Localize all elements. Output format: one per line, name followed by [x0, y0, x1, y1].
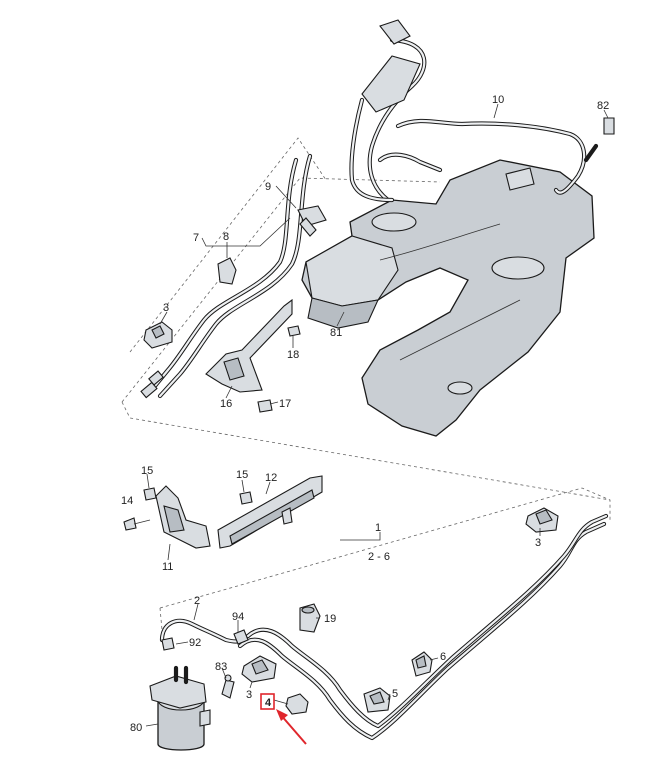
callout-18: 18: [287, 349, 299, 361]
fuel-line-1[interactable]: [237, 513, 609, 741]
part-83-connector[interactable]: [221, 674, 235, 699]
part-80-filter[interactable]: [149, 665, 211, 751]
part-82-connector[interactable]: [583, 117, 615, 163]
callout-4: 4: [265, 697, 272, 709]
callout-10: 10: [492, 94, 504, 106]
part-92-clamp[interactable]: [161, 637, 175, 651]
callout-19: 19: [324, 613, 336, 625]
callout-16: 16: [220, 398, 232, 410]
callout-83: 83: [215, 661, 227, 673]
highlight-arrow-head: [276, 709, 288, 721]
fuel-tank[interactable]: [301, 159, 595, 437]
part-3-bracket-upper[interactable]: [143, 321, 173, 349]
callout-92: 92: [189, 637, 201, 649]
callout-1: 1: [375, 522, 381, 534]
part-16-bracket[interactable]: [205, 298, 293, 393]
callout-82: 82: [597, 100, 609, 112]
callout-94: 94: [232, 611, 244, 623]
callout-15-right: 15: [236, 469, 248, 481]
callout-14: 14: [121, 495, 133, 507]
part-5-bracket[interactable]: [363, 687, 391, 713]
callout-81: 81: [330, 327, 342, 339]
callout-9: 9: [265, 181, 271, 193]
callout-labels: 10 82 9 7 8 3 18 81 16 17 15 15 12 14 11…: [121, 94, 609, 734]
callout-6: 6: [440, 651, 446, 663]
filler-neck[interactable]: [349, 19, 427, 203]
part-94-clamp[interactable]: [233, 629, 249, 645]
part-15-nut-left[interactable]: [143, 487, 157, 501]
part-8-grommet[interactable]: [217, 257, 237, 285]
callout-3-upper: 3: [163, 302, 169, 314]
callout-11: 11: [162, 561, 173, 573]
highlight-marker: [260, 693, 307, 745]
part-11-bracket[interactable]: [155, 485, 211, 549]
callout-12: 12: [265, 472, 277, 484]
callout-7: 7: [193, 232, 199, 244]
part-12-heat-shield[interactable]: [217, 475, 323, 549]
callout-17: 17: [279, 398, 291, 410]
vent-line-10[interactable]: [377, 118, 587, 195]
part-2-hose[interactable]: [159, 618, 247, 644]
callout-3-lower: 3: [246, 689, 252, 701]
assembly-frame-lower: [159, 487, 611, 631]
callout-8: 8: [223, 231, 229, 243]
leader-lines: [145, 103, 609, 727]
highlight-arrow: [279, 713, 307, 745]
callout-2-6: 2 - 6: [368, 551, 390, 563]
part-14-bolt[interactable]: [123, 517, 151, 531]
part-17-bolt[interactable]: [257, 399, 273, 413]
callout-3-right: 3: [535, 537, 541, 549]
part-9-clip[interactable]: [297, 205, 327, 237]
part-3-bracket-right[interactable]: [525, 507, 559, 533]
part-15-nut-right[interactable]: [239, 491, 253, 505]
assembly-frame-upper: [121, 137, 611, 501]
part-19-grommet[interactable]: [299, 603, 321, 633]
callout-80: 80: [130, 722, 142, 734]
part-6-bracket[interactable]: [411, 651, 433, 677]
part-18-nut[interactable]: [287, 325, 301, 337]
callout-5: 5: [392, 688, 398, 700]
callout-2: 2: [194, 595, 200, 607]
part-4-clip[interactable]: [285, 693, 309, 715]
part-3-bracket-lower[interactable]: [241, 655, 277, 683]
callout-15-left: 15: [141, 465, 153, 477]
highlight-box: [260, 693, 275, 710]
